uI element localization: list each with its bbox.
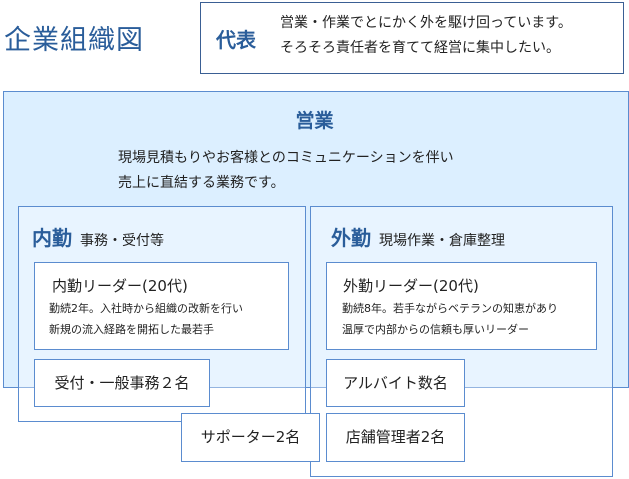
outer-staff-box: アルバイト数名 [326, 359, 465, 407]
outer-department-name: 外勤 [331, 226, 371, 250]
outer-department-duties: 現場作業・倉庫整理 [379, 233, 505, 249]
representative-line-1: 営業・作業でとにかく外を駆け回っています。 [280, 15, 572, 31]
outer-department-heading: 外勤現場作業・倉庫整理 [331, 222, 505, 251]
inner-leader-name: 内勤リーダー(20代) [52, 277, 188, 295]
representative-description: 営業・作業でとにかく外を駆け回っています。 そろそろ責任者を育てて経営に集中した… [280, 11, 572, 61]
store-managers-box: 店舗管理者2名 [326, 413, 465, 462]
outer-leader-box [326, 262, 597, 350]
supporters-box: サポーター2名 [181, 413, 320, 462]
inner-department-duties: 事務・受付等 [80, 233, 164, 249]
outer-leader-line-2: 温厚で内部からの信頼も厚いリーダー [342, 323, 529, 336]
inner-department-name: 内勤 [32, 226, 72, 250]
representative-box [200, 2, 624, 74]
inner-leader-line-1: 勤続2年。入社時から組織の改新を行い [49, 302, 243, 315]
inner-leader-line-2: 新規の流入経路を開拓した最若手 [49, 323, 214, 336]
sales-label: 営業 [295, 110, 334, 132]
representative-line-2: そろそろ責任者を育てて経営に集中したい。 [280, 40, 560, 56]
inner-staff-box: 受付・一般事務２名 [34, 359, 210, 407]
inner-leader-description: 勤続2年。入社時から組織の改新を行い 新規の流入経路を開拓した最若手 [49, 298, 243, 340]
sales-description: 現場見積もりやお客様とのコミュニケーションを伴い 売上に直結する業務です。 [118, 146, 454, 196]
inner-leader-box [34, 262, 289, 350]
representative-label: 代表 [216, 28, 256, 52]
inner-department-heading: 内勤事務・受付等 [32, 222, 164, 251]
outer-leader-description: 勤続8年。若手ながらベテランの知恵があり 温厚で内部からの信頼も厚いリーダー [342, 298, 558, 340]
chart-title: 企業組織図 [4, 25, 144, 56]
sales-line-2: 売上に直結する業務です。 [118, 175, 285, 191]
outer-leader-line-1: 勤続8年。若手ながらベテランの知恵があり [342, 302, 558, 315]
sales-line-1: 現場見積もりやお客様とのコミュニケーションを伴い [118, 150, 454, 166]
outer-leader-name: 外勤リーダー(20代) [343, 277, 479, 295]
